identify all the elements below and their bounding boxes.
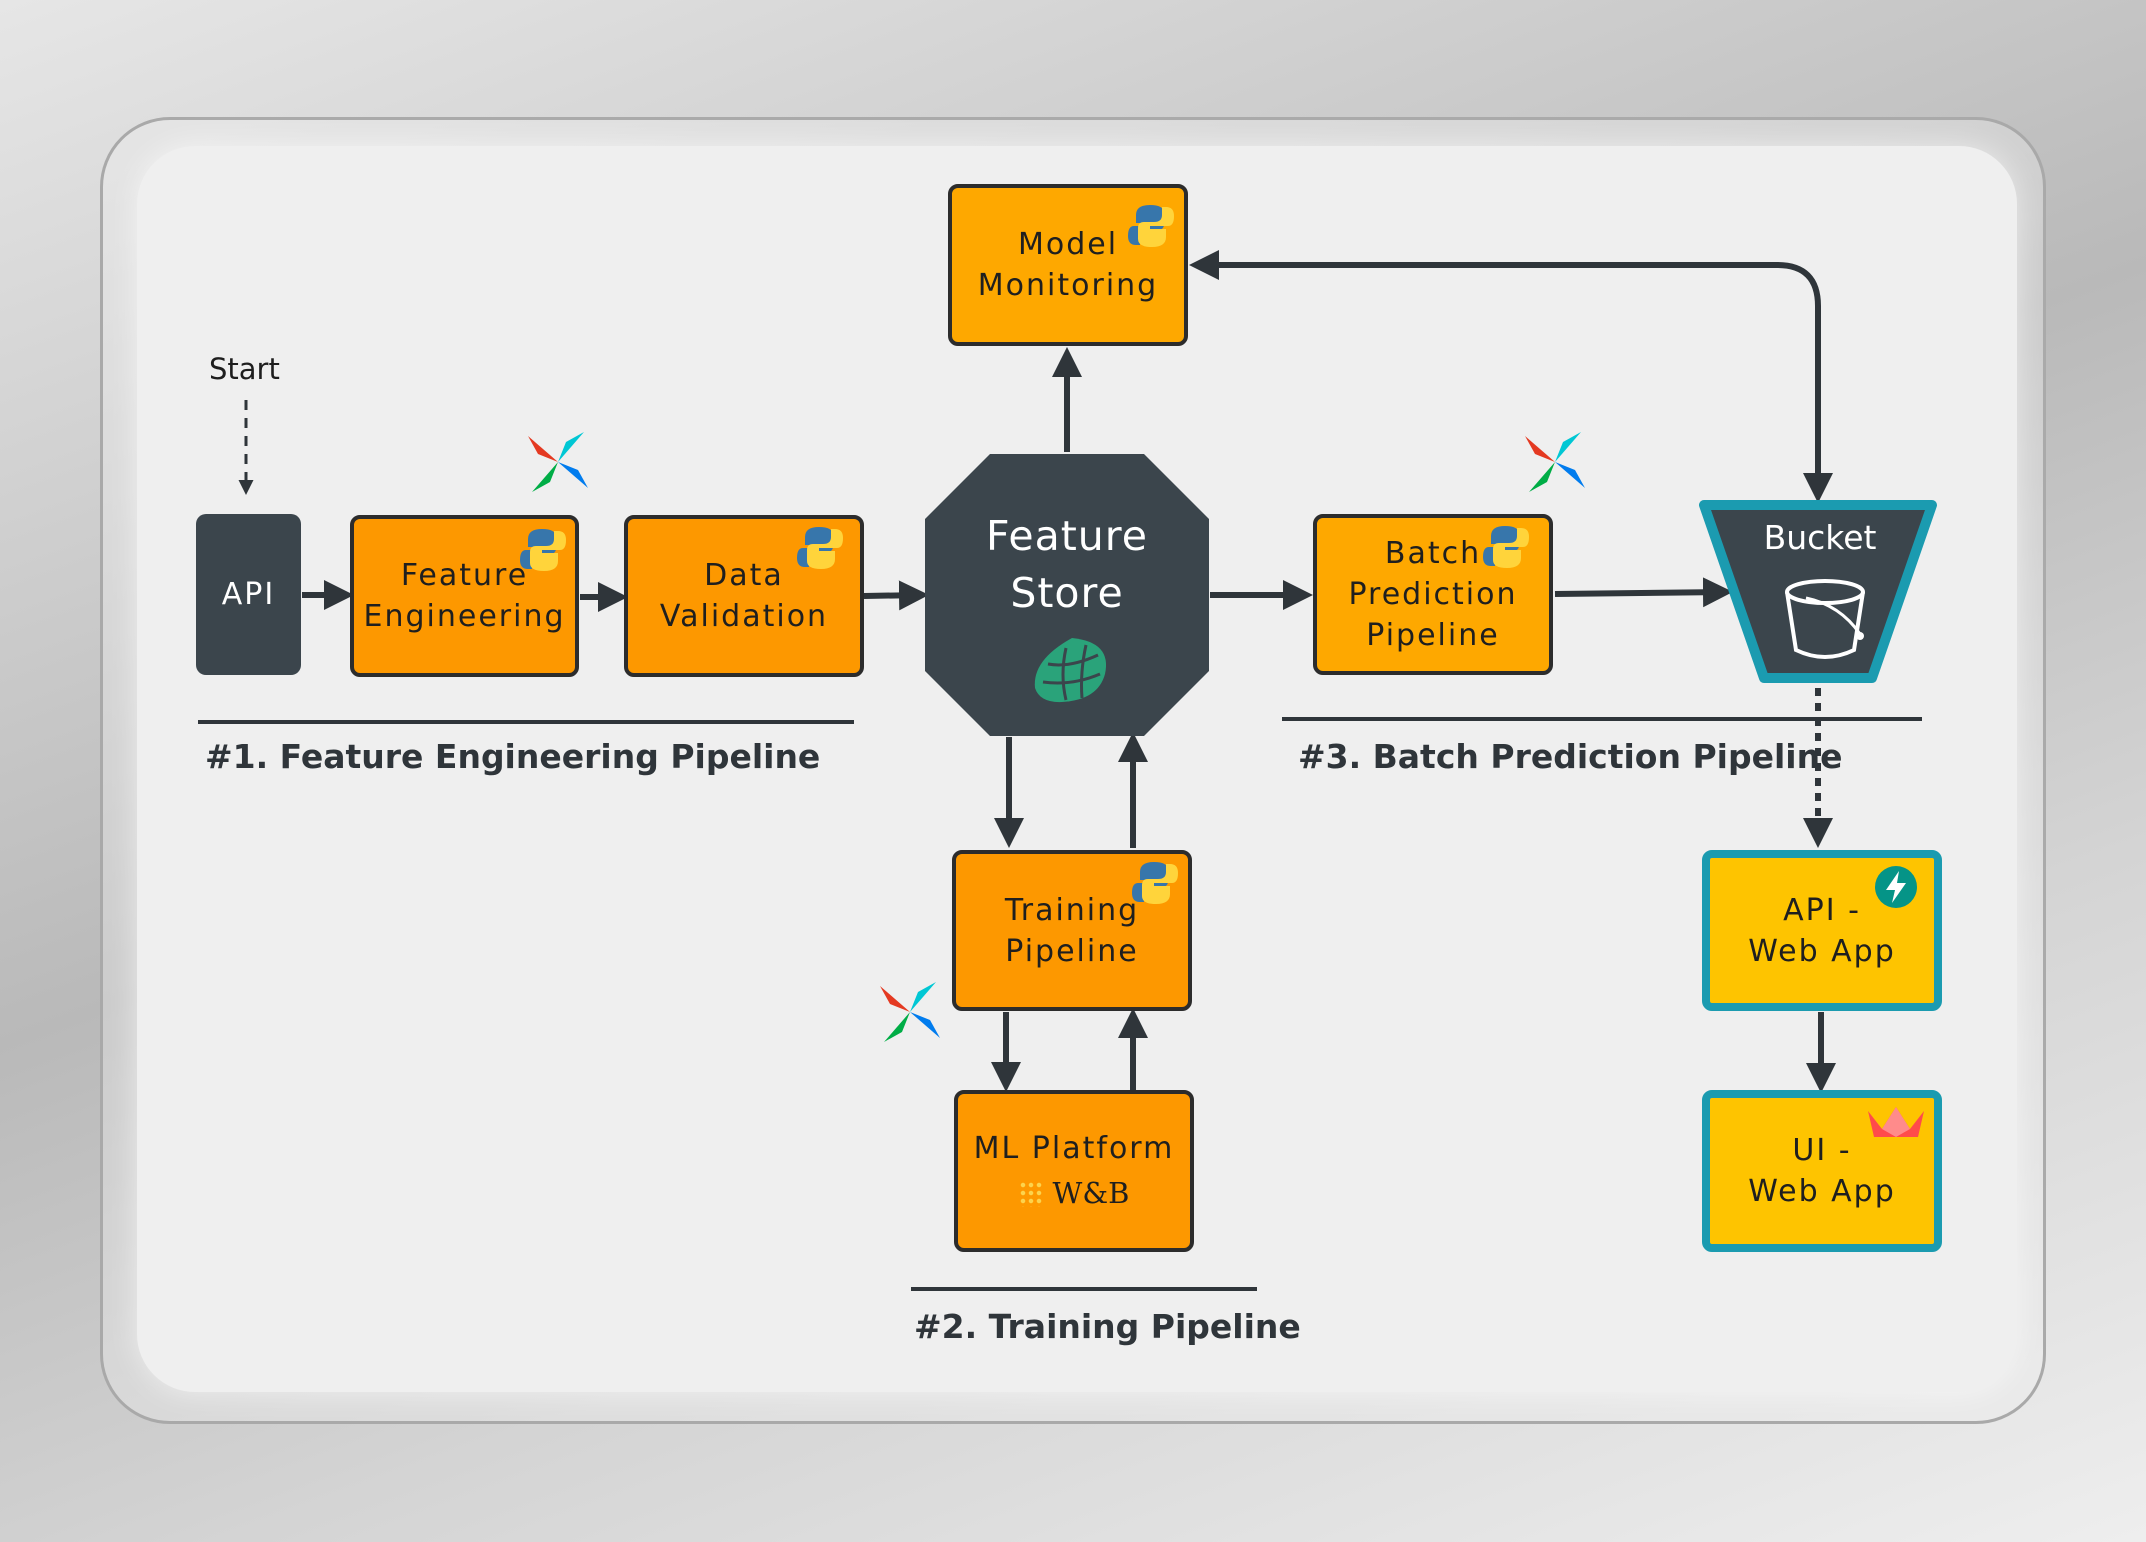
python-icon: [1132, 862, 1178, 904]
bucket-shape: [1699, 500, 1937, 683]
python-icon: [1483, 526, 1529, 568]
data-validation-label: Data Validation: [659, 558, 829, 634]
arrow-batch-to-bucket: [1554, 577, 1733, 608]
ml-platform-node[interactable]: ML Platform W&B: [954, 1090, 1194, 1252]
batch-prediction-label: Batch Prediction Pipeline: [1348, 536, 1518, 653]
python-icon: [1128, 205, 1174, 247]
wandb-brand-text: W&B: [1052, 1176, 1130, 1210]
training-pipeline-label: Training Pipeline: [1004, 892, 1140, 969]
feature-engineering-label: Feature Engineering: [363, 558, 566, 634]
wandb-logo-icon: W&B: [1018, 1173, 1130, 1214]
training-pipeline-label-caption: #2. Training Pipeline: [914, 1307, 1301, 1346]
airflow-pinwheel-icon: [1525, 432, 1585, 492]
feature-store-shape: [925, 454, 1209, 736]
ui-web-app-label: UI - Web App: [1748, 1133, 1896, 1209]
python-icon: [520, 529, 566, 571]
api-node[interactable]: API: [196, 514, 301, 675]
arrow-bucket-to-monitoring: [1189, 250, 1833, 503]
bucket-label: Bucket: [1763, 518, 1877, 557]
start-label: Start: [209, 352, 280, 386]
feature-engineering-pipeline-label: #1. Feature Engineering Pipeline: [205, 737, 821, 776]
wandb-dots-icon: [1018, 1180, 1043, 1207]
api-web-app-label: API - Web App: [1748, 892, 1896, 969]
model-monitoring-label: Model Monitoring: [977, 227, 1159, 303]
ui-web-app-node[interactable]: UI - Web App: [1702, 1090, 1942, 1252]
streamlit-icon: [1868, 1107, 1924, 1137]
arrow-dv-to-fs: [863, 580, 929, 611]
airflow-pinwheel-icon: [528, 432, 588, 492]
bucket-icon: [1785, 579, 1865, 659]
airflow-pinwheel-icon: [880, 982, 940, 1042]
fastapi-icon: [1875, 866, 1917, 908]
hopsworks-icon: [1034, 638, 1107, 703]
api-node-label: API: [221, 577, 276, 612]
batch-prediction-pipeline-label: #3. Batch Prediction Pipeline: [1298, 737, 1843, 776]
feature-store-label: Feature Store: [986, 512, 1148, 617]
python-icon: [797, 527, 843, 569]
ml-platform-label: ML Platform: [973, 1131, 1175, 1166]
data-validation-node[interactable]: Data Validation: [624, 515, 864, 677]
